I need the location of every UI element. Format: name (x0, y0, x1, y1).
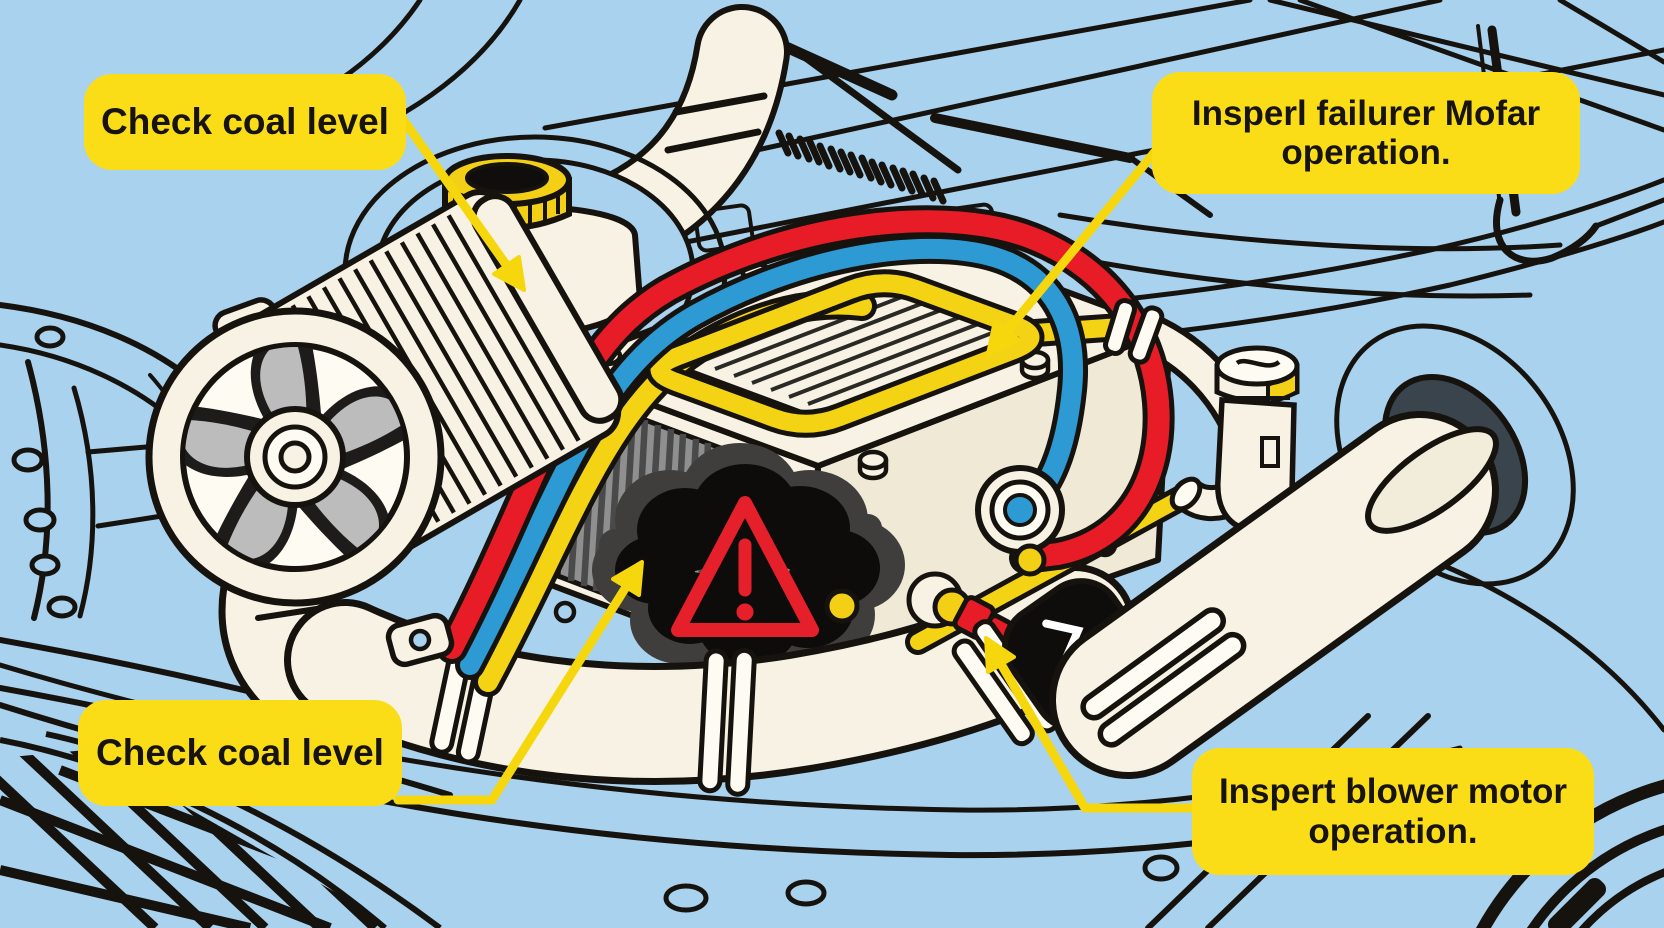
callout-text: Check coal level (96, 732, 384, 774)
panel-bolts (663, 854, 1180, 913)
port-blue (975, 465, 1065, 555)
callout-text: Check coal level (101, 101, 389, 143)
grille-hatch (0, 731, 442, 928)
hose-red-collar (1013, 543, 1047, 577)
callout-text-line1: Insperl failurer Mofar (1191, 93, 1541, 133)
wheel-arch-arcs (1476, 779, 1664, 928)
cowl-vent-slats (775, 129, 947, 205)
gauge-cap (1214, 345, 1300, 406)
yellow-ring-fitting (824, 588, 860, 624)
leader-arrow-top-left (397, 113, 526, 292)
fan (145, 307, 445, 607)
leader-arrows (393, 113, 1203, 813)
callout-check-coal-level-bottom: Check coal level (78, 700, 402, 806)
callout-text-line2: operation. (1281, 133, 1451, 172)
leader-arrow-bottom-left (393, 560, 644, 805)
callout-check-coal-level-top: Check coal level (84, 74, 406, 170)
callout-text-line1: Inspert blower motor (1218, 772, 1568, 812)
leader-arrow-top-right (986, 143, 1163, 356)
right-duct (1049, 411, 1499, 779)
callout-text-line2: operation. (1308, 811, 1478, 851)
frame-bolts (11, 325, 78, 619)
callout-inspect-blower-motor: Inspert blower motor operation. (1192, 748, 1594, 875)
callout-inspect-failure-motor: Insperl failurer Mofar operation. (1152, 72, 1580, 194)
warning-triangle-icon (671, 496, 819, 637)
leader-arrow-bottom-right (984, 636, 1203, 813)
pipe-coupler (1102, 298, 1165, 365)
